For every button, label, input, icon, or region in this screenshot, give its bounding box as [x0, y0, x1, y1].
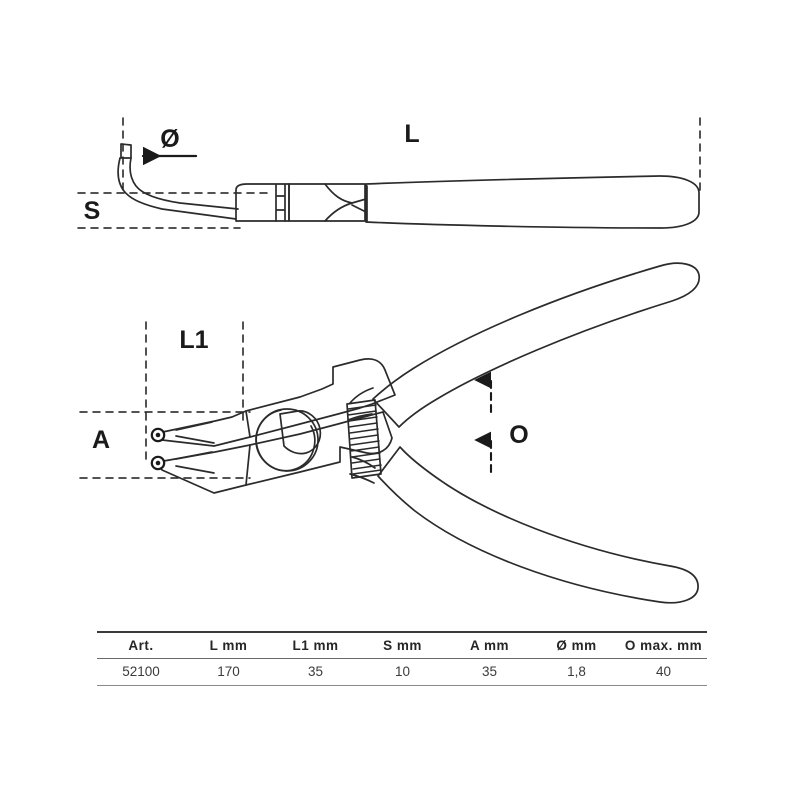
dimension-label-length: L: [404, 120, 419, 148]
top-view-spring-wedge-lower: [351, 198, 367, 213]
dimension-label-jaw-length: L1: [179, 326, 208, 354]
spring-coils: [347, 404, 382, 475]
dimension-label-thickness: S: [84, 197, 101, 225]
lower-jaw-arm: [157, 411, 393, 494]
table-cell-s: 10: [359, 658, 446, 686]
table-cell-art: 52100: [97, 658, 185, 686]
table-header-o-max: O max. mm: [620, 631, 707, 659]
upper-jaw-tip-pin-core: [155, 432, 161, 438]
table-header-l1: L1 mm: [272, 631, 359, 659]
pivot-boss: [255, 408, 319, 472]
lower-handle-neck: [351, 456, 376, 469]
spring-block-outline: [346, 399, 382, 479]
bottom-view-group: [79, 262, 701, 604]
dimension-label-tip-span: A: [92, 426, 110, 454]
table-header-diameter: Ø mm: [533, 631, 620, 659]
table-cell-l1: 35: [272, 658, 359, 686]
lower-handle-neck-upper: [349, 473, 375, 484]
dimension-label-opening: O: [509, 421, 528, 449]
lower-handle: [377, 446, 699, 604]
top-view-handle: [365, 175, 700, 229]
upper-handle: [372, 262, 701, 428]
table-row: 52100 170 35 10 35 1,8 40: [97, 658, 707, 686]
table-header-a: A mm: [446, 631, 533, 659]
specification-table: Art. L mm L1 mm S mm A mm Ø mm O max. mm…: [97, 631, 707, 686]
lower-jaw-taper-line: [245, 444, 251, 486]
table-cell-diameter: 1,8: [533, 658, 620, 686]
top-view-tip-shank-inner: [129, 157, 239, 210]
upper-handle-neck-lower: [347, 413, 373, 421]
top-view-group: [77, 117, 701, 229]
table-header-row: Art. L mm L1 mm S mm A mm Ø mm O max. mm: [97, 631, 707, 659]
table-header-l: L mm: [185, 631, 272, 659]
table-cell-l: 170: [185, 658, 272, 686]
top-view-spring-wedge: [324, 183, 353, 222]
table-header-s: S mm: [359, 631, 446, 659]
lower-jaw-tip-pin-core: [155, 460, 161, 466]
lower-jaw-tip-inner: [175, 451, 215, 474]
upper-jaw-arm: [157, 358, 396, 447]
top-view-mid-section: [288, 183, 366, 222]
upper-handle-neck: [349, 387, 374, 404]
table-header-art: Art.: [97, 631, 185, 659]
upper-jaw-tip-inner: [175, 421, 215, 444]
upper-jaw-taper-line: [245, 410, 251, 438]
table-cell-o-max: 40: [620, 658, 707, 686]
bottom-view-reference-lines: [79, 321, 251, 479]
table-cell-a: 35: [446, 658, 533, 686]
top-view-tip-shank: [117, 157, 237, 220]
dimension-label-diameter: Ø: [160, 125, 179, 153]
top-view-joint-block: [235, 183, 290, 222]
